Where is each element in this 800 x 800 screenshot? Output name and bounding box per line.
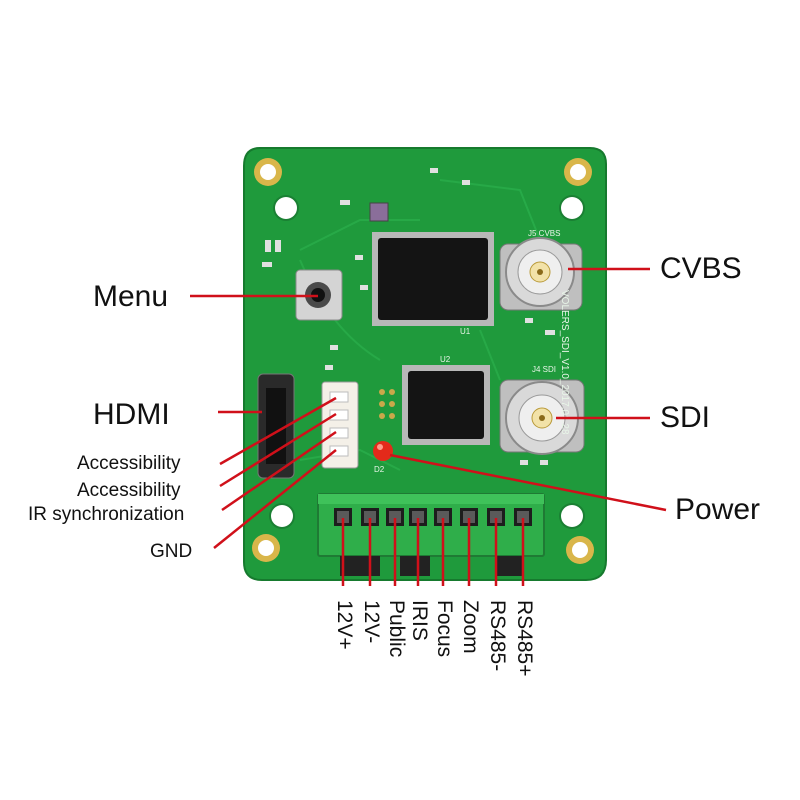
accessibility-label-1: Accessibility — [77, 453, 181, 474]
u1-silkscreen: U1 — [460, 327, 471, 336]
board-id-silkscreen: VOLERS_SDI_V1.0_2017.01.28 — [559, 290, 570, 435]
gnd-label: GND — [150, 541, 193, 562]
terminal-screw — [409, 508, 427, 526]
leader-accessibility-2 — [219, 412, 337, 488]
pin-label: RS485- — [486, 600, 509, 672]
u2-silkscreen: U2 — [440, 355, 451, 364]
pin-label: IRIS — [408, 600, 431, 641]
cvbs-label: CVBS — [660, 252, 742, 285]
terminal-screw — [487, 508, 505, 526]
accessibility-label-2: Accessibility — [77, 480, 181, 501]
ir-sync-label: IR synchronization — [28, 504, 185, 525]
pin-label: RS485+ — [513, 600, 536, 677]
power-led — [373, 441, 393, 461]
j4-silkscreen: J4 SDI — [532, 365, 556, 374]
chip-u1 — [372, 232, 494, 326]
sdi-bnc-connector — [499, 379, 585, 455]
pin-label: Zoom — [459, 600, 482, 654]
jst-connector — [321, 381, 359, 469]
leader-lines — [190, 267, 667, 586]
leader-ir-sync — [221, 430, 337, 512]
terminal-screw — [386, 508, 404, 526]
power-label: Power — [675, 493, 761, 526]
pin-label: 12V+ — [333, 600, 356, 650]
terminal-screw — [460, 508, 478, 526]
small-ic — [369, 202, 389, 222]
pin-label: Public — [385, 600, 408, 658]
j5-silkscreen: J5 CVBS — [528, 229, 560, 238]
leader-gnd — [213, 449, 337, 549]
chip-u2 — [402, 365, 490, 445]
mounting-holes — [252, 158, 594, 564]
terminal-screw — [361, 508, 379, 526]
cvbs-bnc-connector — [499, 237, 583, 311]
d2-silkscreen: D2 — [374, 465, 385, 474]
hdmi-port — [257, 373, 295, 479]
sdi-label: SDI — [660, 401, 711, 434]
terminal-screw — [434, 508, 452, 526]
terminal-screw — [514, 508, 532, 526]
leader-power — [389, 453, 667, 512]
pin-label: Focus — [433, 600, 456, 658]
leader-accessibility-1 — [219, 396, 337, 466]
pin-label: 12V- — [360, 600, 383, 644]
menu-label: Menu — [93, 280, 169, 313]
hdmi-label: HDMI — [93, 398, 170, 431]
terminal-screw — [334, 508, 352, 526]
